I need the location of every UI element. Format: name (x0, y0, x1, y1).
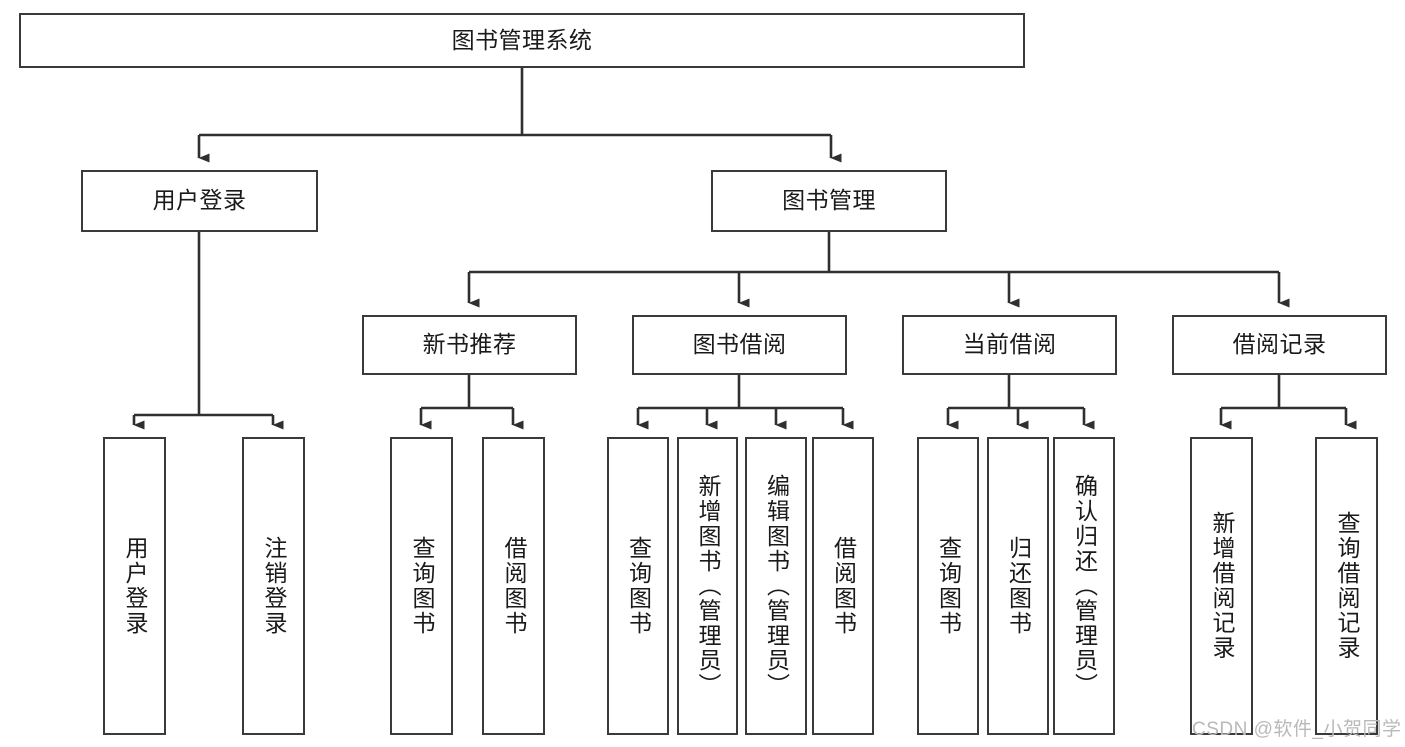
node-label: 确认归还（管理员） (1071, 474, 1098, 698)
node-user-login[interactable]: 用户登录 (81, 170, 318, 232)
node-label: 新书推荐 (422, 331, 517, 358)
node-new-book-recommend[interactable]: 新书推荐 (362, 315, 577, 375)
node-borrow-record[interactable]: 借阅记录 (1172, 315, 1387, 375)
node-label: 归还图书 (1005, 536, 1032, 636)
node-label: 新增借阅记录 (1209, 511, 1235, 661)
leaf-return-book[interactable]: 归还图书 (987, 437, 1049, 735)
node-root[interactable]: 图书管理系统 (19, 13, 1025, 68)
leaf-logout-login[interactable]: 注销登录 (242, 437, 305, 735)
node-label: 当前借阅 (962, 331, 1057, 358)
node-label: 用户登录 (122, 536, 148, 636)
node-label: 借阅图书 (501, 536, 527, 636)
leaf-user-login[interactable]: 用户登录 (103, 437, 166, 735)
node-current-borrow[interactable]: 当前借阅 (902, 315, 1117, 375)
node-book-borrow[interactable]: 图书借阅 (632, 315, 847, 375)
leaf-add-borrow-record[interactable]: 新增借阅记录 (1190, 437, 1253, 735)
leaf-borrow-book-recommend[interactable]: 借阅图书 (482, 437, 545, 735)
node-label: 查询图书 (409, 536, 435, 636)
leaf-edit-book-admin[interactable]: 编辑图书（管理员） (745, 437, 807, 735)
leaf-query-borrow-record[interactable]: 查询借阅记录 (1315, 437, 1378, 735)
node-label: 注销登录 (261, 536, 287, 636)
node-label: 新增图书（管理员） (695, 474, 721, 698)
leaf-borrow-book[interactable]: 借阅图书 (812, 437, 874, 735)
node-label: 用户登录 (152, 187, 247, 214)
leaf-query-book-current[interactable]: 查询图书 (917, 437, 979, 735)
node-label: 查询图书 (935, 536, 962, 636)
node-label: 图书借阅 (692, 331, 787, 358)
leaf-confirm-return-admin[interactable]: 确认归还（管理员） (1053, 437, 1115, 735)
node-label: 编辑图书（管理员） (763, 474, 790, 698)
node-label: 借阅记录 (1232, 331, 1327, 358)
leaf-query-book-recommend[interactable]: 查询图书 (390, 437, 453, 735)
node-label: 借阅图书 (830, 536, 857, 636)
node-label: 查询借阅记录 (1334, 511, 1360, 661)
leaf-query-book-borrow[interactable]: 查询图书 (607, 437, 669, 735)
node-label: 查询图书 (625, 536, 652, 636)
node-label: 图书管理 (782, 187, 876, 214)
node-book-management[interactable]: 图书管理 (711, 170, 947, 232)
node-label: 图书管理系统 (451, 26, 593, 53)
csdn-watermark: CSDN @软件_小贺同学 (1192, 719, 1402, 740)
leaf-add-book-admin[interactable]: 新增图书（管理员） (677, 437, 738, 735)
